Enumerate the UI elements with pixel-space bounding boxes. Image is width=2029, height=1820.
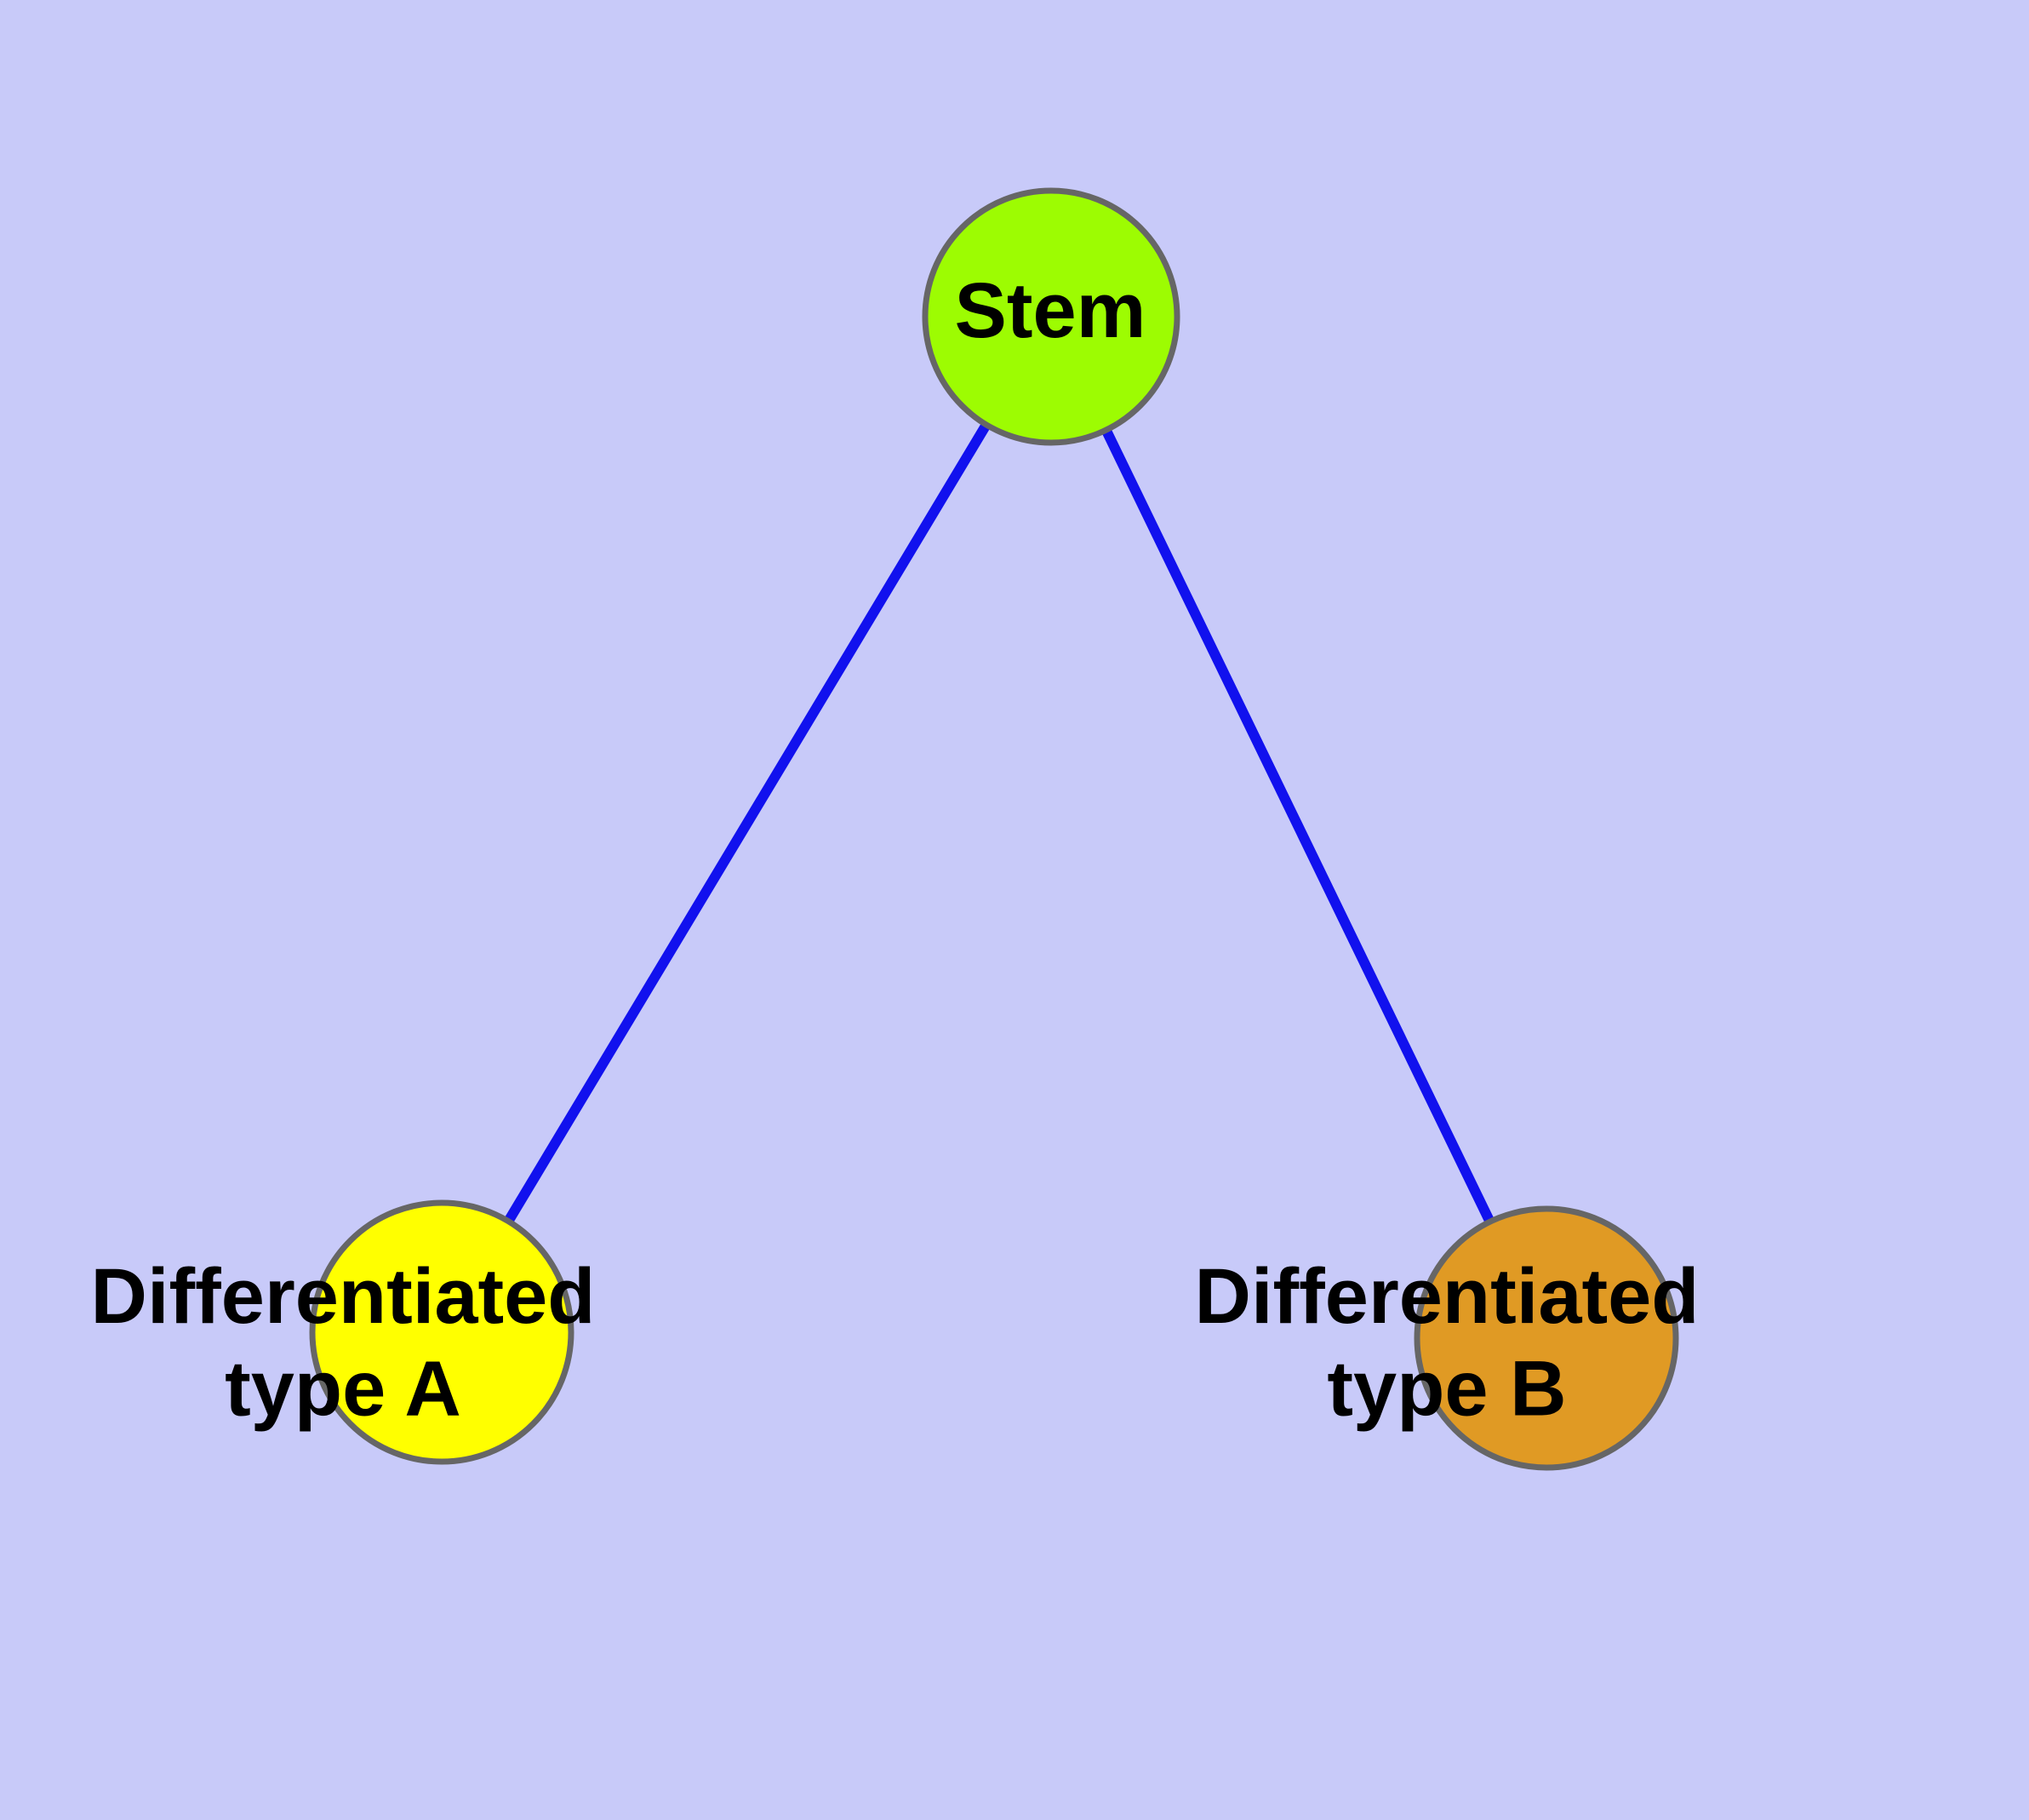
node-label-line: type B [1327, 1346, 1566, 1433]
node-label-line: Stem [955, 267, 1146, 354]
node-circle-stem[interactable] [922, 187, 1180, 446]
edge-stem-to-diff-a[interactable] [437, 313, 1056, 1336]
edges-group [437, 313, 1552, 1341]
node-label-line: Differentiated [1195, 1253, 1700, 1340]
nodes-group [309, 187, 1679, 1471]
node-circle-diff_b[interactable] [1414, 1205, 1679, 1471]
node-label-stem: Stem [955, 267, 1146, 354]
edge-stem-to-diff-b[interactable] [1046, 314, 1552, 1341]
node-circle-diff_a[interactable] [309, 1199, 574, 1465]
node-label-line: type A [225, 1346, 461, 1433]
node-label-line: Differentiated [91, 1253, 596, 1340]
